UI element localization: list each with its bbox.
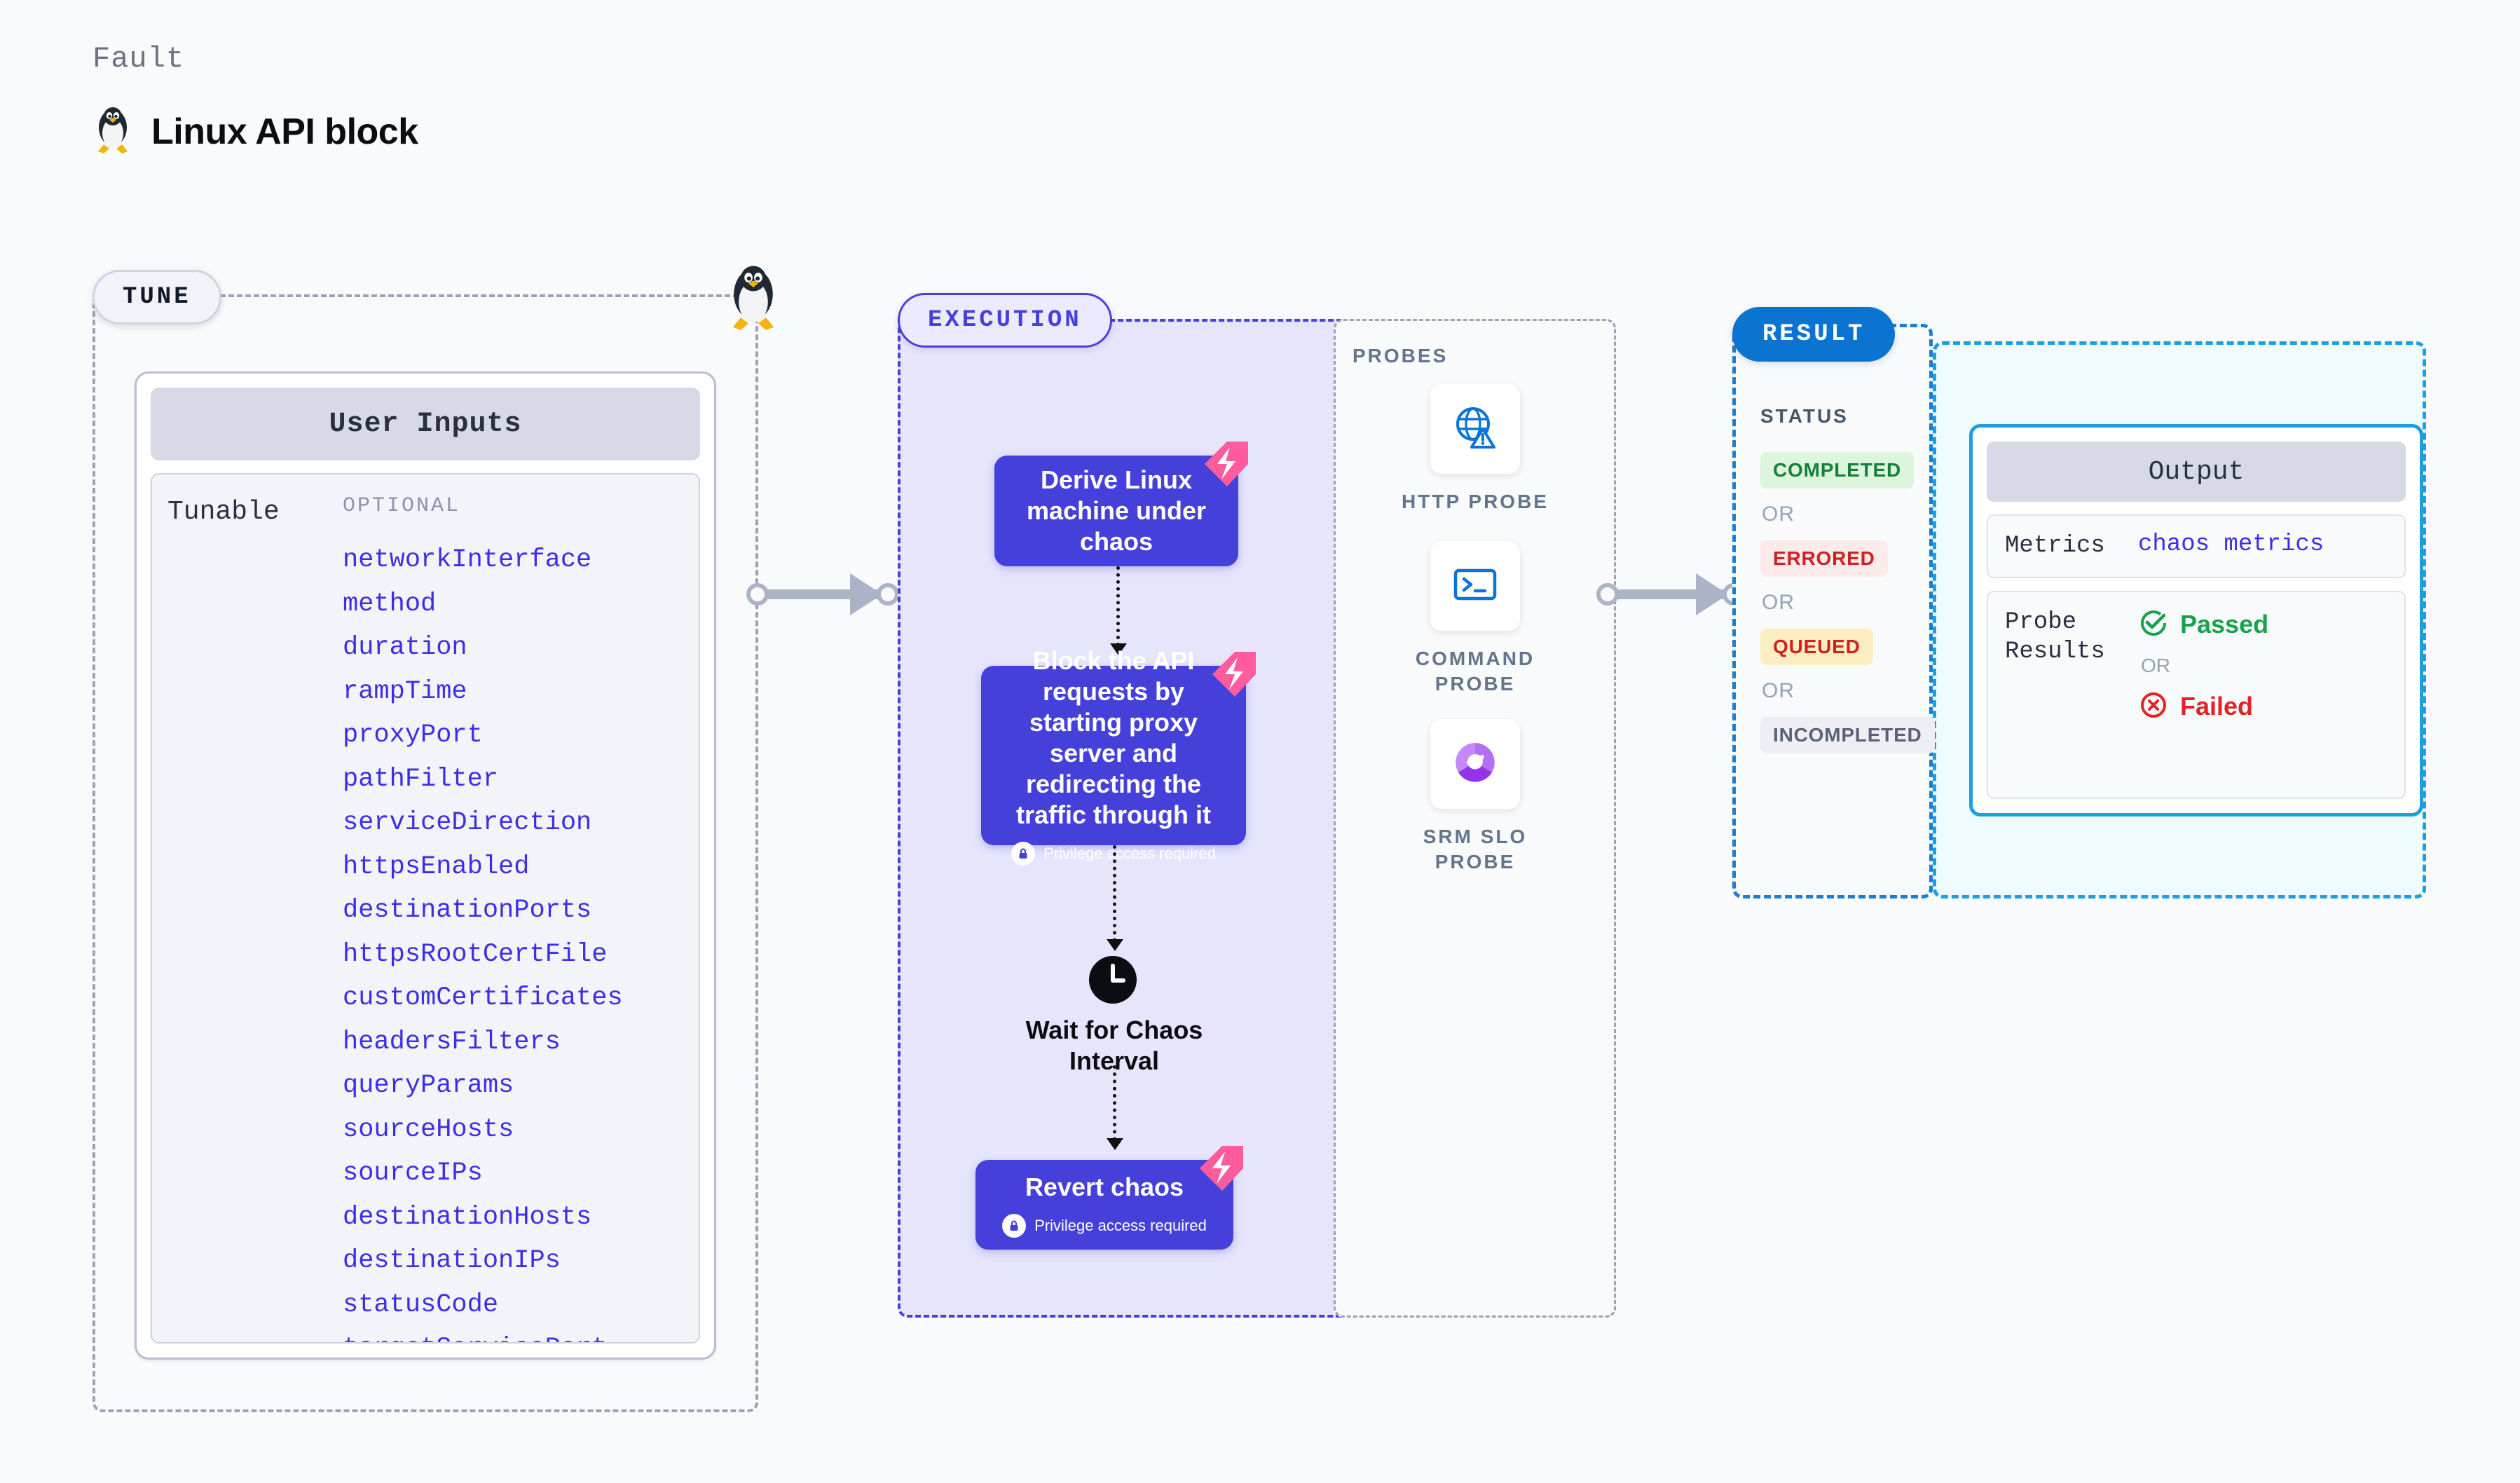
probe-results-values: Passed OR Failed	[2138, 608, 2268, 783]
page-title: Linux API block	[151, 111, 418, 152]
tune-badge: TUNE	[93, 270, 221, 324]
failed-label: Failed	[2180, 692, 2254, 720]
probe-command[interactable]: COMMAND PROBE	[1391, 541, 1559, 697]
connector-endpoint	[1596, 583, 1619, 606]
tux-penguin-icon	[93, 107, 133, 157]
or-separator: OR	[2141, 654, 2170, 676]
privilege-label: Privilege access required	[1034, 1216, 1207, 1234]
status-badge: INCOMPLETED	[1760, 717, 1935, 753]
or-separator: OR	[1762, 679, 1795, 702]
probe-results-key: Probe Results	[2005, 608, 2105, 666]
globe-warning-icon	[1450, 402, 1500, 456]
execution-node-revert-chaos[interactable]: Revert chaos Privilege access required	[975, 1146, 1243, 1250]
probe-tile	[1430, 384, 1520, 474]
execution-badge: EXECUTION	[898, 293, 1112, 348]
clock-icon	[1088, 955, 1138, 1005]
result-status-region	[1732, 324, 1933, 898]
probe-label: COMMAND PROBE	[1415, 648, 1535, 695]
tux-penguin-border-icon	[722, 265, 785, 335]
connector-endpoint	[877, 583, 899, 606]
probe-result-passed: Passed	[2138, 608, 2268, 642]
lock-icon	[1011, 841, 1036, 866]
probe-results-row: Probe Results Passed OR	[1987, 590, 2406, 799]
param-item[interactable]: rampTime	[343, 676, 467, 706]
privilege-label: Privilege access required	[1043, 844, 1216, 862]
output-card: Output Metrics chaos metrics Probe Resul…	[1969, 424, 2423, 816]
passed-label: Passed	[2180, 610, 2269, 638]
flow-arrow-1	[1110, 566, 1127, 655]
node-label: Derive Linux machine under chaos	[1026, 465, 1207, 556]
or-separator: OR	[1762, 503, 1795, 526]
param-item[interactable]: sourceIPs	[343, 1159, 483, 1188]
fault-marker-icon	[1207, 650, 1259, 699]
privilege-note: Privilege access required	[1011, 841, 1216, 866]
metrics-row: Metrics chaos metrics	[1987, 514, 2406, 578]
param-item[interactable]: httpsEnabled	[343, 852, 530, 882]
user-inputs-title: User Inputs	[151, 388, 700, 460]
tunable-group: Tunable OPTIONAL networkInterface method…	[151, 473, 700, 1344]
check-circle-icon	[2138, 608, 2169, 642]
probe-tile	[1430, 541, 1520, 631]
slo-donut-check-icon	[1450, 737, 1500, 791]
probe-result-failed: Failed	[2138, 690, 2268, 724]
x-circle-icon	[2138, 690, 2169, 724]
probes-title: PROBES	[1353, 345, 1449, 367]
param-item[interactable]: destinationPorts	[343, 896, 592, 925]
param-item[interactable]: statusCode	[343, 1290, 499, 1320]
title-row: Linux API block	[93, 107, 418, 157]
connector-tune-to-execution	[746, 573, 909, 615]
param-item[interactable]: customCertificates	[343, 983, 623, 1013]
param-item[interactable]: sourceHosts	[343, 1114, 514, 1144]
probe-srm-slo[interactable]: SRM SLO PROBE	[1391, 719, 1559, 875]
privilege-note: Privilege access required	[1002, 1213, 1207, 1238]
metrics-value[interactable]: chaos metrics	[2138, 531, 2324, 558]
param-item[interactable]: destinationHosts	[343, 1202, 592, 1232]
status-title: STATUS	[1760, 405, 1849, 427]
execution-node-block-api[interactable]: Block the API requests by starting proxy…	[981, 646, 1256, 866]
param-item[interactable]: networkInterface	[343, 545, 592, 575]
param-item[interactable]: duration	[343, 633, 467, 662]
fault-kicker: Fault	[93, 42, 185, 76]
node-label: Block the API requests by starting proxy…	[1016, 646, 1211, 829]
param-item[interactable]: targetServicePort	[343, 1336, 692, 1343]
user-inputs-card: User Inputs Tunable OPTIONAL networkInte…	[135, 371, 716, 1360]
page-header: Fault Linux API block	[93, 42, 418, 157]
execution-node-derive[interactable]: Derive Linux machine under chaos	[994, 442, 1248, 566]
status-badge: QUEUED	[1760, 629, 1873, 665]
param-item[interactable]: httpsRootCertFile	[343, 939, 608, 969]
tunable-label: Tunable	[167, 497, 280, 527]
param-item[interactable]: queryParams	[343, 1071, 514, 1100]
or-separator: OR	[1762, 591, 1795, 614]
flow-arrow-3	[1107, 1065, 1123, 1150]
metrics-key: Metrics	[2005, 533, 2105, 559]
tunable-params-column: OPTIONAL networkInterface method duratio…	[343, 494, 692, 1342]
fault-marker-icon	[1199, 440, 1251, 489]
probe-http[interactable]: HTTP PROBE	[1391, 384, 1559, 514]
connector-execution-to-result	[1596, 573, 1755, 615]
connector-endpoint	[746, 583, 769, 606]
result-badge: RESULT	[1732, 307, 1896, 362]
probe-tile	[1430, 719, 1520, 809]
param-item[interactable]: proxyPort	[343, 720, 483, 750]
param-item[interactable]: headersFilters	[343, 1027, 561, 1057]
terminal-icon	[1450, 559, 1500, 613]
status-list: COMPLETED OR ERRORED OR QUEUED OR INCOMP…	[1760, 452, 1935, 753]
status-badge: COMPLETED	[1760, 452, 1914, 488]
lock-icon	[1002, 1213, 1027, 1238]
tune-region	[93, 294, 758, 1412]
wait-step-label: Wait for Chaos Interval	[1025, 1016, 1203, 1075]
param-item[interactable]: pathFilter	[343, 764, 499, 794]
probe-label: SRM SLO PROBE	[1423, 826, 1528, 873]
param-item[interactable]: method	[343, 589, 437, 619]
fault-marker-icon	[1194, 1144, 1246, 1194]
output-title: Output	[1987, 442, 2406, 502]
status-badge: ERRORED	[1760, 540, 1888, 577]
param-item[interactable]: serviceDirection	[343, 808, 592, 838]
probe-label: HTTP PROBE	[1402, 491, 1549, 512]
probes-region	[1334, 319, 1616, 1318]
node-label: Revert chaos	[1025, 1173, 1184, 1202]
flow-arrow-2	[1107, 845, 1123, 951]
optional-label: OPTIONAL	[343, 494, 461, 518]
param-item[interactable]: destinationIPs	[343, 1246, 561, 1276]
